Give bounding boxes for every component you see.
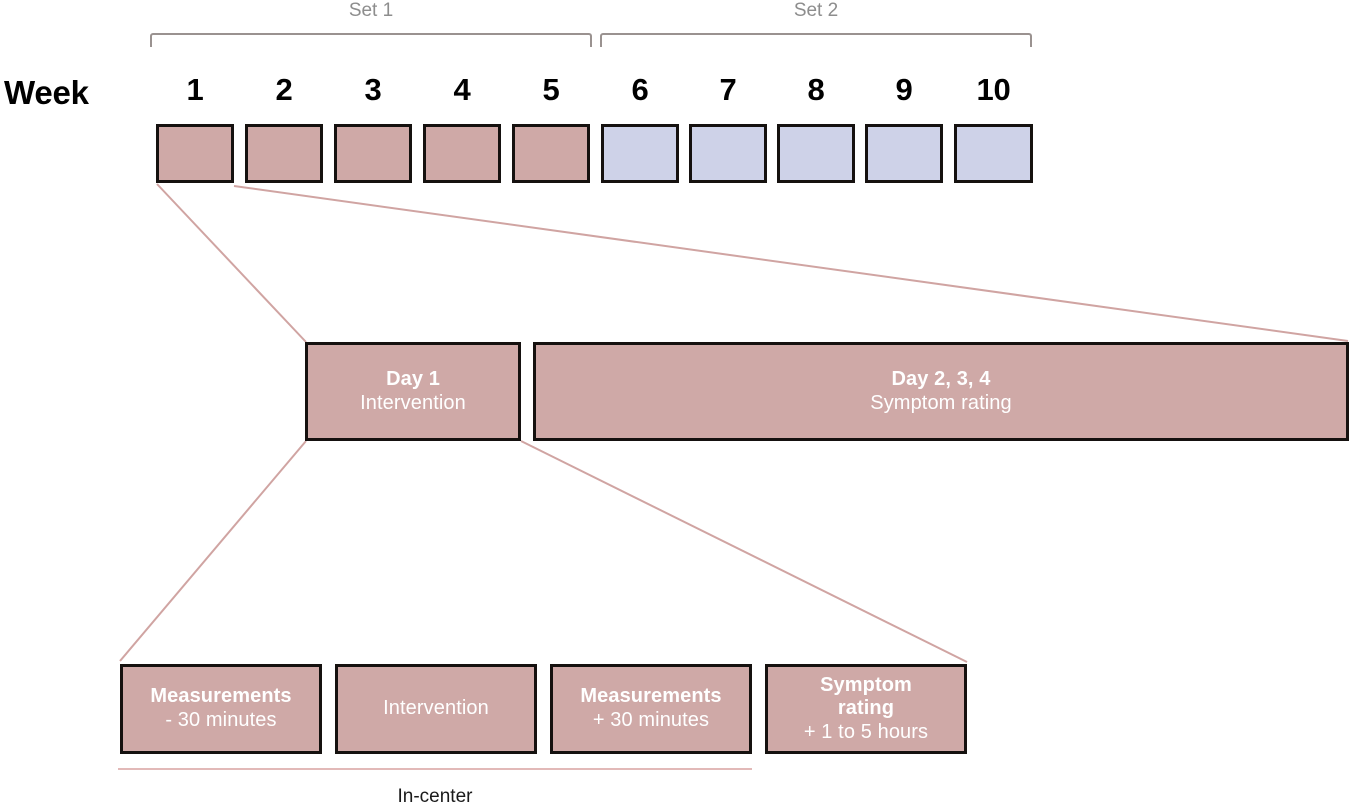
week-number-10: 10 (976, 72, 1011, 107)
day-box-subtitle: Intervention (360, 391, 466, 414)
week-box-1[interactable] (156, 124, 234, 183)
connector-week1-to-day234-right (233, 185, 1349, 342)
week-number-3: 3 (364, 72, 382, 107)
week-number-2: 2 (275, 72, 293, 107)
week-axis-label: Week (4, 74, 89, 111)
day-box-day-1[interactable]: Day 1 Intervention (305, 342, 521, 441)
visit-box-title: Measurements (150, 685, 292, 708)
visit-box-intervention[interactable]: Intervention (335, 664, 537, 754)
week-box-4[interactable] (423, 124, 501, 183)
day-box-title: Day 2, 3, 4 (891, 367, 991, 390)
set-label-1: Set 1 (348, 0, 394, 21)
set-bracket-1 (150, 33, 592, 47)
visit-box-measurements-pre[interactable]: Measurements - 30 minutes (120, 664, 322, 754)
visit-box-symptom-rating[interactable]: Symptom rating + 1 to 5 hours (765, 664, 967, 754)
in-center-rule (118, 768, 752, 770)
day-box-subtitle: Symptom rating (870, 391, 1012, 414)
visit-box-title: Symptom rating (820, 673, 912, 720)
day-box-title: Day 1 (386, 367, 440, 390)
visit-box-subtitle: - 30 minutes (165, 709, 277, 731)
week-number-8: 8 (807, 72, 825, 107)
visit-box-subtitle: + 1 to 5 hours (803, 720, 929, 743)
week-box-7[interactable] (689, 124, 767, 183)
visit-box-measurements-post[interactable]: Measurements + 30 minutes (550, 664, 752, 754)
week-number-9: 9 (895, 72, 913, 107)
week-box-2[interactable] (245, 124, 323, 183)
week-box-6[interactable] (601, 124, 679, 183)
week-box-8[interactable] (777, 124, 855, 183)
week-number-1: 1 (186, 72, 204, 107)
set-label-2: Set 2 (793, 0, 839, 21)
week-number-5: 5 (542, 72, 560, 107)
week-number-4: 4 (453, 72, 471, 107)
week-box-3[interactable] (334, 124, 412, 183)
week-box-5[interactable] (512, 124, 590, 183)
visit-box-subtitle: + 30 minutes (592, 709, 710, 731)
week-number-6: 6 (631, 72, 649, 107)
in-center-label: In-center (397, 786, 473, 807)
connector-day1-to-visit-left (119, 440, 307, 662)
set-bracket-2 (600, 33, 1032, 47)
visit-box-title: Measurements (580, 685, 722, 708)
connector-day1-to-visit-right (520, 440, 968, 663)
week-box-9[interactable] (865, 124, 943, 183)
week-number-7: 7 (719, 72, 737, 107)
week-box-10[interactable] (954, 124, 1033, 183)
day-box-day-234[interactable]: Day 2, 3, 4 Symptom rating (533, 342, 1349, 441)
visit-box-subtitle: Intervention (383, 697, 489, 720)
connector-week1-to-day1-left (156, 183, 307, 343)
